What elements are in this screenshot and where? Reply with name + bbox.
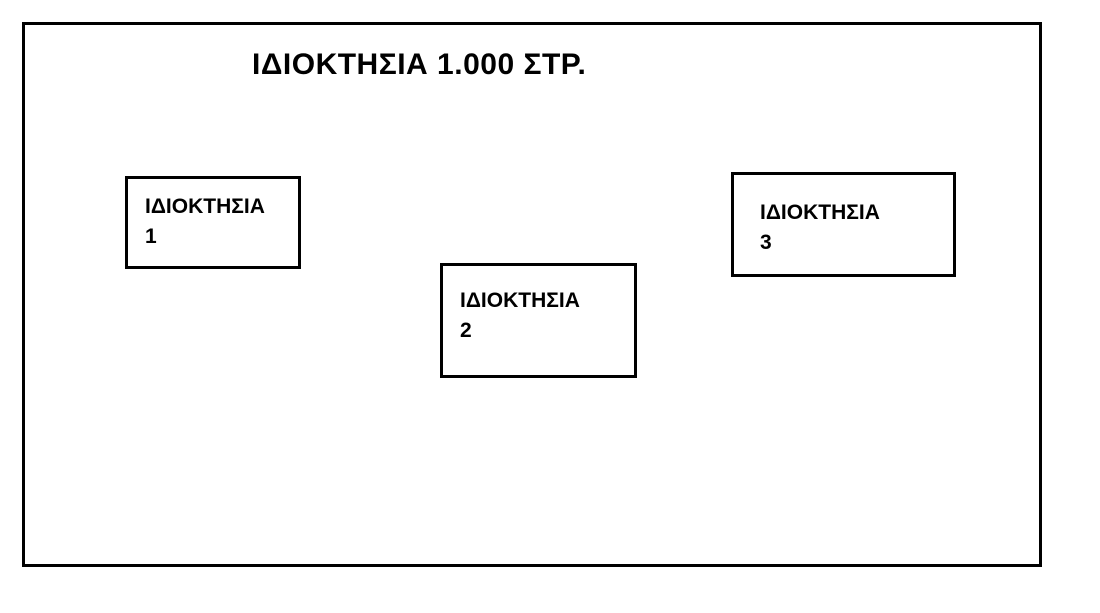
property-box-3-label: ΙΔΙΟΚΤΗΣΙΑ 3 xyxy=(760,198,880,258)
diagram-title: ΙΔΙΟΚΤΗΣΙΑ 1.000 ΣΤΡ. xyxy=(252,48,587,81)
property-box-1-number: 1 xyxy=(145,225,157,248)
property-box-2-label: ΙΔΙΟΚΤΗΣΙΑ 2 xyxy=(460,286,580,346)
property-box-1: ΙΔΙΟΚΤΗΣΙΑ 1 xyxy=(125,176,301,269)
property-box-2-number: 2 xyxy=(460,319,472,342)
property-box-1-name: ΙΔΙΟΚΤΗΣΙΑ xyxy=(145,195,265,218)
property-box-2: ΙΔΙΟΚΤΗΣΙΑ 2 xyxy=(440,263,637,378)
property-box-1-label: ΙΔΙΟΚΤΗΣΙΑ 1 xyxy=(145,192,265,252)
property-box-2-name: ΙΔΙΟΚΤΗΣΙΑ xyxy=(460,289,580,312)
property-box-3-name: ΙΔΙΟΚΤΗΣΙΑ xyxy=(760,201,880,224)
property-box-3: ΙΔΙΟΚΤΗΣΙΑ 3 xyxy=(731,172,956,277)
property-box-3-number: 3 xyxy=(760,231,772,254)
